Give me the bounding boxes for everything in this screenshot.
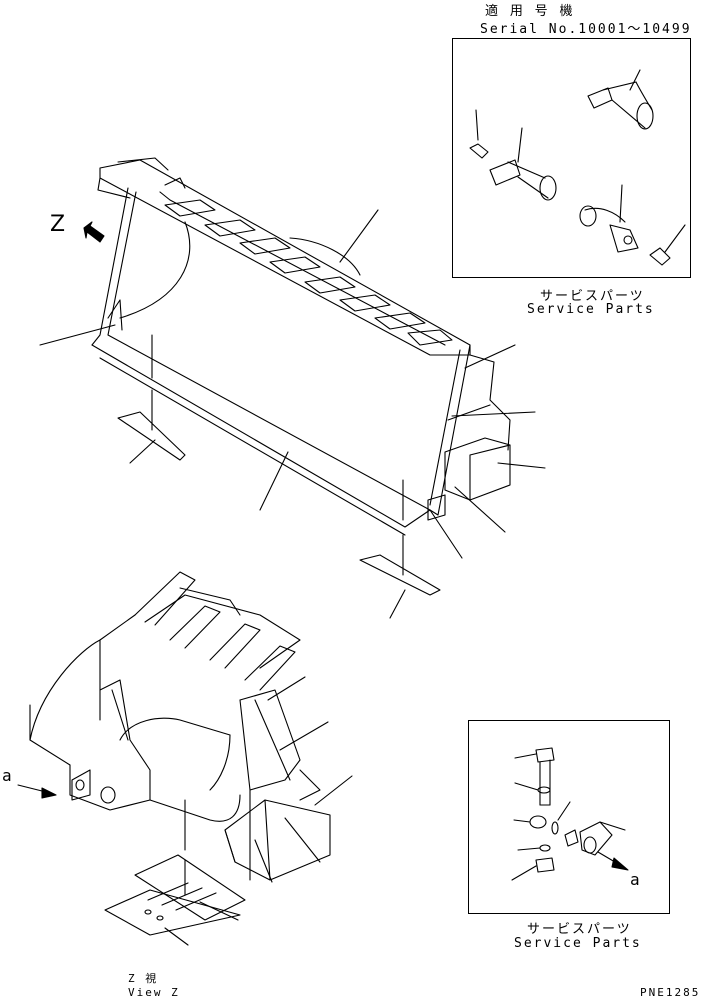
drawing-code: PNE1285 [640,986,701,999]
bolt-drawing [511,747,629,881]
service-parts-box-top [452,38,691,278]
bucket-view-z-drawing [17,571,353,946]
pin-drawing [489,69,654,253]
arrow-a-label-left: a [2,766,14,785]
bucket-drawing [39,157,546,619]
serial-number-label: Serial No.10001～10499 [480,22,692,37]
view-z-marker: Z [50,212,66,237]
arrow-icon [83,221,105,243]
grease-fitting-drawing [469,109,686,266]
service-parts-bottom-jp: サービスパーツ [527,922,632,937]
arrow-a-label-right: a [630,870,642,889]
applicable-machine-label: 適 用 号 機 [485,4,575,19]
view-z-caption-en: View Z [128,986,180,999]
service-parts-top-en: Service Parts [527,302,655,317]
service-parts-bottom-en: Service Parts [514,936,642,951]
service-parts-top-jp: サービスパーツ [540,289,645,304]
view-z-caption-jp: Z 視 [128,972,159,985]
service-parts-box-bottom [468,720,670,914]
